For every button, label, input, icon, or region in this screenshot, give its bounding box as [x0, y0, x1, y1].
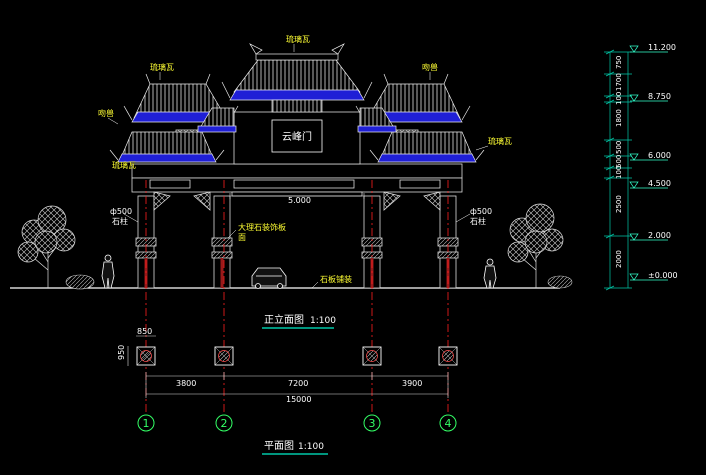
human-figure-left	[101, 254, 115, 289]
elevation-scale-label: 1:100	[310, 316, 336, 326]
level-label: 11.200	[648, 43, 676, 52]
roof-main	[221, 43, 373, 113]
axis-label: 2	[221, 417, 228, 430]
roof-note-2: 琉璃瓦	[150, 62, 174, 72]
human-figure-right	[483, 258, 497, 289]
elevation-scale	[604, 49, 632, 291]
bay-2-label: 7200	[288, 379, 308, 388]
note-ground: 石板铺装	[320, 274, 352, 284]
axis-label: 1	[143, 417, 150, 430]
level-triangle	[629, 233, 639, 241]
axis-bubble	[137, 414, 155, 432]
plan-scale-label: 1:100	[298, 442, 324, 452]
level-label: 8.750	[648, 92, 671, 101]
vertical-dim-label: 500	[615, 141, 623, 154]
axis-bubble	[363, 414, 381, 432]
roof-note-4: 吻兽	[98, 108, 114, 118]
plaque-text: 云峰门	[282, 130, 312, 143]
vertical-dim-label: 1700	[615, 73, 623, 91]
plan-dimensions	[127, 335, 449, 398]
level-triangle	[629, 181, 639, 189]
pillar-label-left: ф500	[110, 207, 132, 216]
level-triangle	[629, 45, 639, 53]
pillar-label-right: ф500	[470, 207, 492, 216]
vertical-dim-label: 1800	[615, 109, 623, 127]
vertical-dim-label: 750	[615, 56, 623, 69]
plan-title: 平面图	[264, 440, 294, 452]
total-label: 15000	[286, 395, 311, 404]
main-beam	[131, 163, 463, 211]
car	[251, 267, 287, 289]
plan-pillars	[136, 346, 458, 366]
shrub-right	[547, 275, 573, 289]
shrub-left	[65, 274, 95, 290]
column-red-stripes	[144, 258, 450, 288]
pillar-width-label: 850	[137, 327, 152, 336]
pillar-sub-left: 石柱	[112, 216, 128, 226]
roof-lower-left	[109, 131, 225, 163]
axis-lines	[145, 180, 449, 412]
note-center-2: 面	[238, 233, 246, 242]
vertical-dim-label: 2000	[615, 250, 623, 268]
tree-right	[507, 203, 564, 288]
axis-bubbles: 1 2 3 4	[137, 414, 457, 432]
level-markers: 11.200 8.750 6.000 4.500 2.000 ±0.000	[629, 43, 678, 281]
roof-note-5: 琉璃瓦	[488, 136, 512, 146]
bay-3-label: 3900	[402, 379, 422, 388]
level-triangle	[629, 273, 639, 281]
roof-connector	[197, 107, 397, 133]
columns	[135, 195, 459, 289]
level-triangle	[629, 94, 639, 102]
level-label: ±0.000	[648, 271, 678, 280]
pillar-depth-label: 950	[117, 345, 126, 360]
axis-label: 4	[445, 417, 452, 430]
axis-label: 3	[369, 417, 376, 430]
plaque	[271, 119, 323, 153]
roof-lower-right	[369, 131, 485, 163]
vertical-dim-label: 100	[615, 166, 623, 179]
pillar-sub-right: 石柱	[470, 216, 486, 226]
roof-note-6: 琉璃瓦	[112, 160, 136, 170]
axis-bubble	[215, 414, 233, 432]
note-center: 大理石装饰板	[238, 222, 286, 232]
elevation-title: 正立面图	[264, 313, 304, 326]
tree-left	[17, 205, 76, 288]
span-label: 5.000	[288, 196, 311, 205]
axis-bubble	[439, 414, 457, 432]
level-label: 4.500	[648, 179, 671, 188]
vertical-dim-label: 100	[615, 92, 623, 105]
level-triangle	[629, 153, 639, 161]
level-label: 6.000	[648, 151, 671, 160]
roof-annotations	[107, 44, 489, 151]
vertical-dim-label: 500	[615, 155, 623, 168]
roof-note-3: 吻兽	[422, 62, 438, 72]
roof-note-1: 琉璃瓦	[286, 34, 310, 44]
span-dimension	[229, 193, 365, 199]
bay-1-label: 3800	[176, 379, 196, 388]
vertical-dim-label: 2500	[615, 195, 623, 213]
level-label: 2.000	[648, 231, 671, 240]
